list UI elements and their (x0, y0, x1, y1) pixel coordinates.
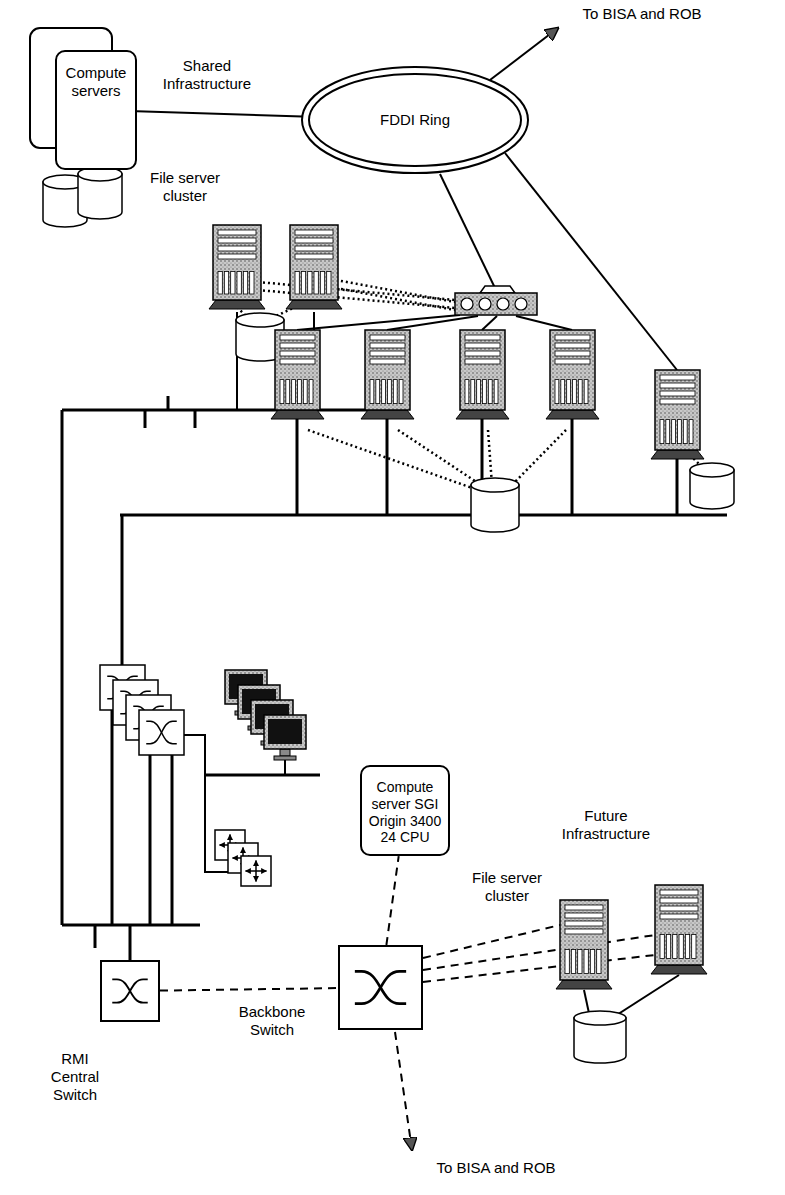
network-link (160, 988, 338, 990)
network-wire (482, 316, 497, 330)
node-label: Compute servers (63, 64, 129, 100)
storage-link (488, 430, 492, 485)
annotation-label: File server cluster (138, 168, 232, 206)
storage-link (308, 430, 478, 490)
storage-link (336, 288, 455, 310)
network-wire (111, 710, 114, 925)
network-link (137, 111, 302, 116)
network-wire (144, 410, 147, 428)
network-wire (167, 396, 170, 410)
network-wire (184, 735, 205, 775)
network-wire (387, 316, 478, 330)
network-wire (571, 419, 574, 515)
network-wire (171, 755, 174, 925)
server-box: Compute servers (55, 50, 137, 170)
network-link (386, 856, 398, 945)
switch-label: RMI Central Switch (39, 1050, 111, 1104)
network-wire (386, 419, 389, 515)
node-label: FDDI Ring (380, 111, 450, 129)
storage-link (398, 430, 484, 487)
network-wire (194, 410, 197, 428)
network-wire (149, 755, 152, 925)
uplink-arrow (490, 28, 558, 80)
network-wire (120, 514, 727, 517)
switch-label: Backbone Switch (226, 1003, 318, 1039)
router-icon (241, 856, 271, 886)
server-box: Compute server SGI Origin 3400 24 CPU (360, 765, 450, 856)
annotation-label: Shared Infrastructure (150, 56, 264, 94)
network-wire (205, 774, 320, 777)
network-wire (94, 925, 97, 948)
switch-symbol (102, 962, 158, 1020)
server-tower (651, 885, 707, 974)
annotation-label: To BISA and ROB (420, 1158, 572, 1178)
server-tower (546, 330, 599, 419)
annotation-label: To BISA and ROB (566, 4, 718, 24)
storage-link (510, 430, 566, 487)
network-wire (676, 459, 679, 515)
network-switch: Backbone Switch (338, 945, 423, 1030)
server-tower (209, 225, 265, 309)
disk-storage (690, 463, 734, 509)
network-wire (62, 409, 375, 412)
network-switch: RMI Central Switch (100, 960, 160, 1022)
server-tower (456, 330, 509, 419)
network-hub (455, 286, 537, 315)
disk-storage (78, 167, 122, 219)
server-tower (286, 225, 342, 309)
switch-symbol (340, 947, 421, 1028)
network-wire (516, 316, 572, 330)
server-tower (651, 370, 704, 459)
uplink-arrow (395, 1032, 412, 1150)
switch-icon (139, 710, 184, 755)
disk-storage (574, 1011, 626, 1063)
network-wire (423, 955, 655, 982)
network-wire (612, 975, 679, 1018)
server-tower (271, 330, 324, 419)
network-wire (61, 410, 64, 925)
network-wire (129, 925, 132, 960)
network-wire (440, 174, 495, 288)
network-wire (121, 515, 124, 665)
network-wire (423, 935, 655, 970)
ring-network: FDDI Ring (300, 65, 530, 175)
server-tower (556, 900, 612, 989)
disk-storage (471, 478, 519, 532)
server-tower (361, 330, 414, 419)
annotation-label: Future Infrastructure (548, 806, 664, 844)
network-wire (296, 419, 299, 515)
network-wire (284, 760, 286, 775)
workstation-monitor (264, 715, 306, 760)
annotation-label: File server cluster (460, 868, 554, 906)
node-label: Compute server SGI Origin 3400 24 CPU (368, 779, 442, 846)
